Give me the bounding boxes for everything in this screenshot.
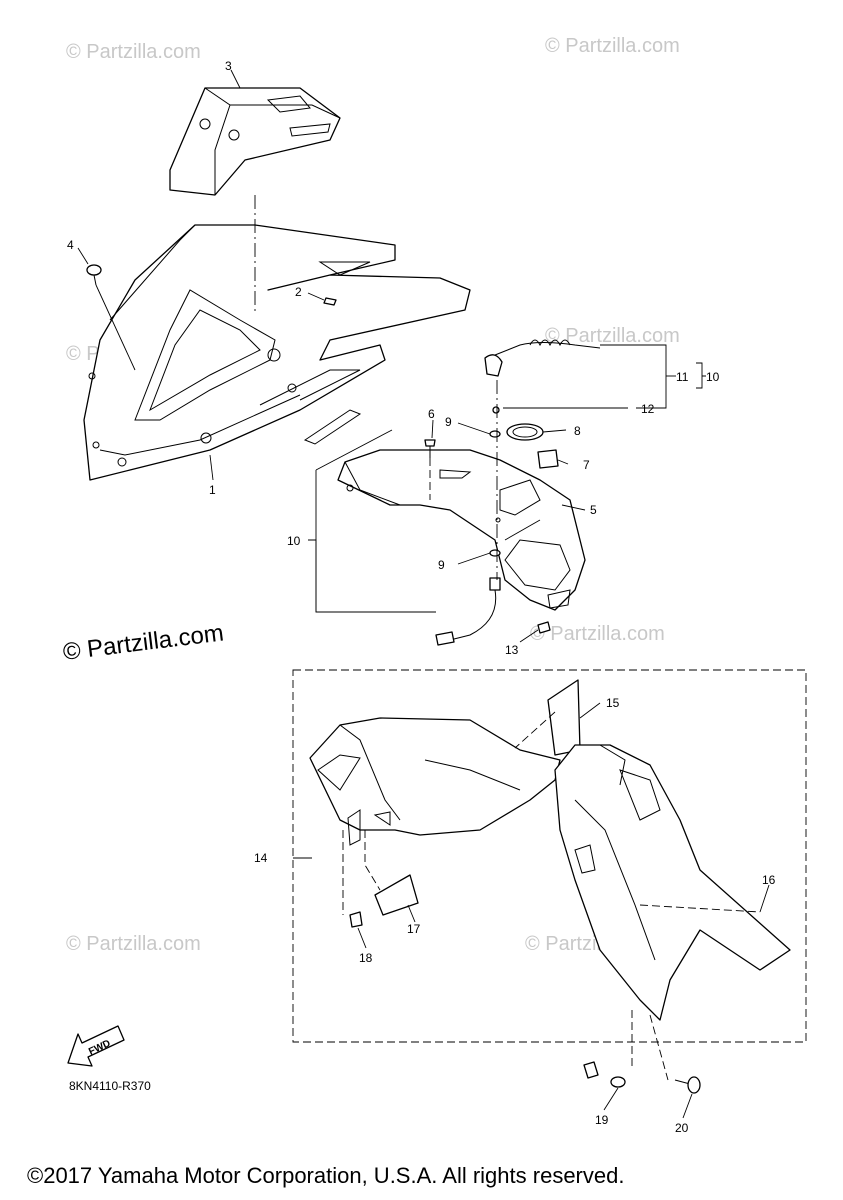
callout-labels: 3 4 2 1 11 10 12 6 9 8 7 5 10 9 13 15 14… [67, 59, 776, 1135]
part-2-screw [323, 297, 337, 306]
callout-1: 1 [209, 483, 216, 497]
part-3-upper-cover [169, 87, 341, 196]
callout-14: 14 [254, 851, 268, 865]
callout-7: 7 [583, 458, 590, 472]
leader-dash [639, 904, 761, 913]
callout-5: 5 [590, 503, 597, 517]
leader-dash [631, 1010, 669, 1081]
leader-dash [342, 830, 381, 915]
callout-2: 2 [295, 285, 302, 299]
copyright-text: ©2017 Yamaha Motor Corporation, U.S.A. A… [27, 1163, 624, 1188]
part-12-cable [484, 339, 601, 414]
part-17-pad [374, 874, 419, 916]
watermark: © Partzilla.com [530, 623, 665, 645]
callout-18: 18 [359, 951, 373, 965]
part-7-switch [537, 449, 559, 469]
part-6-bolt [424, 439, 436, 458]
diagram-code: 8KN4110-R370 [69, 1079, 151, 1093]
part-13-clip [537, 621, 551, 634]
callout-9: 9 [445, 415, 452, 429]
callout-3: 3 [225, 59, 232, 73]
callout-8: 8 [574, 424, 581, 438]
callout-16: 16 [762, 873, 776, 887]
callout-20: 20 [675, 1121, 689, 1135]
callout-9: 9 [438, 558, 445, 572]
part-9-washer [489, 549, 501, 557]
part-16-right-panel [554, 744, 791, 1021]
callout-12: 12 [641, 402, 655, 416]
callout-15: 15 [606, 696, 620, 710]
callout-10: 10 [287, 534, 301, 548]
part-15-left-panel [309, 717, 561, 846]
callout-6: 6 [428, 407, 435, 421]
part-1-front-cowl [83, 224, 471, 481]
callout-10: 10 [706, 370, 720, 384]
watermark: © Partzilla.com [66, 933, 201, 955]
fwd-arrow-icon: FWD [67, 1025, 125, 1067]
part-10-harness [435, 577, 501, 646]
assembly-box [292, 669, 807, 1043]
leader-lines [77, 69, 770, 1119]
part-4-bolt [86, 264, 102, 286]
watermark: © Partzilla.com [545, 35, 680, 57]
callout-17: 17 [407, 922, 421, 936]
watermark-main: © Partzilla.com [61, 619, 225, 666]
watermark: © Partzilla.com [66, 41, 201, 63]
part-5-inner-panel [337, 449, 586, 611]
part-15-fin [547, 679, 581, 756]
callout-13: 13 [505, 643, 519, 657]
part-8-ring [506, 423, 544, 441]
part-19-fastener [583, 1061, 626, 1088]
part-9-washer [489, 430, 501, 438]
watermark: © Partzilla.com [545, 325, 680, 347]
callout-11: 11 [676, 370, 689, 384]
part-20-bolt [674, 1076, 701, 1094]
part-18-pad [349, 911, 363, 928]
callout-19: 19 [595, 1113, 609, 1127]
callout-4: 4 [67, 238, 74, 252]
leader-dash [514, 711, 556, 749]
